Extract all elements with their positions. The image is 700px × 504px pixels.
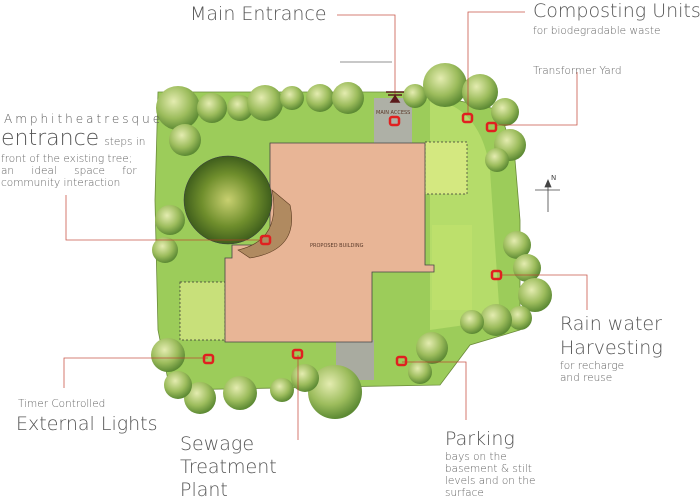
- lawn-panel-right: [432, 225, 472, 310]
- main-access-label: MAIN ACCESS: [376, 110, 410, 116]
- label-external-lights: External Lights: [16, 413, 158, 435]
- label-entrance-line: entrance steps in: [1, 126, 145, 151]
- trees: [151, 63, 552, 419]
- label-sewage: Sewage: [180, 433, 255, 455]
- label-rain-water: Rain water: [560, 313, 662, 335]
- label-parking-sub-2: basement & stilt: [445, 463, 532, 475]
- proposed-building: [224, 142, 435, 343]
- label-timer-controlled: Timer Controlled: [18, 398, 106, 410]
- label-transformer-yard: Transformer Yard: [533, 65, 622, 77]
- label-plant: Plant: [180, 479, 228, 501]
- existing-tree: [183, 155, 273, 245]
- label-amph-desc-2: an ideal space for: [1, 165, 137, 177]
- label-parking-sub-4: surface: [445, 487, 484, 499]
- building-label: PROPOSED BUILDING: [310, 243, 364, 249]
- entrance-arrow-icon: [386, 91, 404, 103]
- label-rain-sub-2: and reuse: [560, 372, 613, 384]
- north-label: N: [551, 174, 556, 182]
- label-composting-sub: for biodegradable waste: [533, 25, 661, 37]
- main-access-paving: [374, 98, 412, 143]
- feature-markers: [202, 112, 503, 367]
- north-arrow-icon: N: [535, 174, 560, 212]
- label-parking-sub-1: bays on the: [445, 451, 507, 463]
- label-parking: Parking: [445, 428, 515, 450]
- label-treatment: Treatment: [180, 456, 277, 478]
- label-amph-desc-3: community interaction: [1, 177, 121, 189]
- label-entrance: entrance: [1, 126, 100, 151]
- label-composting-units: Composting Units: [533, 0, 700, 22]
- label-amph-desc-1: front of the existing tree;: [1, 153, 133, 165]
- label-entrance-steps: steps in: [104, 136, 146, 148]
- garden-bed-left: [179, 281, 226, 341]
- garden-bed-top-right: [424, 141, 468, 195]
- label-amphitheatresque: Amphitheatresque: [4, 112, 164, 126]
- label-harvesting: Harvesting: [560, 337, 663, 359]
- label-main-entrance: Main Entrance: [190, 3, 327, 25]
- label-parking-sub-3: levels and on the: [445, 475, 536, 487]
- label-rain-sub-1: for recharge: [560, 360, 625, 372]
- leader-lines: [63, 11, 588, 440]
